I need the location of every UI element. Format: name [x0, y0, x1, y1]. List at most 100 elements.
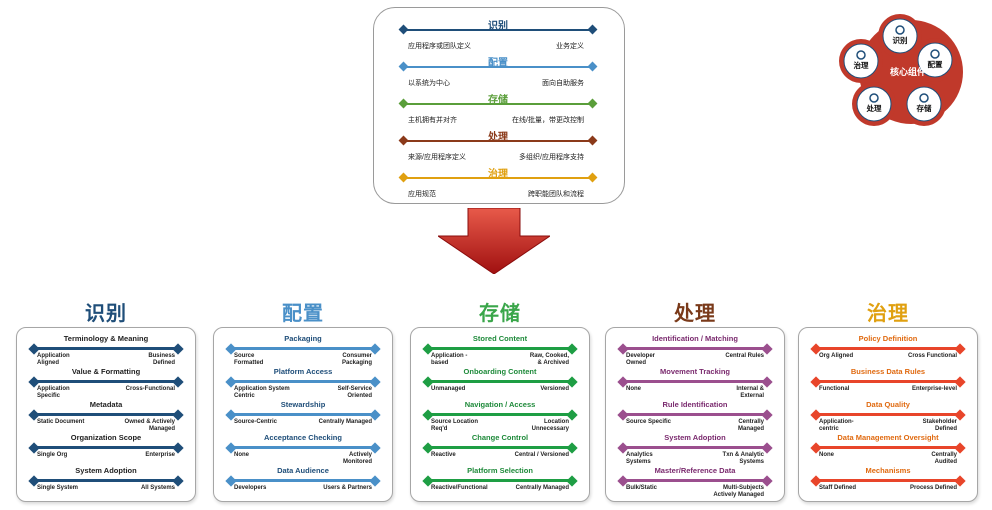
capability-scale-line [422, 342, 578, 355]
capability-name: Change Control [471, 433, 529, 442]
scale-left-label: Reactive [431, 452, 456, 458]
column-title: 存储 [479, 303, 521, 325]
capability-scale-line [422, 375, 578, 388]
core-node [906, 86, 942, 122]
capability-scale-line [810, 441, 966, 454]
scale-right-label: Centrally Managed [318, 419, 372, 425]
scale-left-label: Static Document [37, 419, 85, 425]
scale-right-label: Cross-Functional [125, 386, 175, 392]
capability-scale-line [422, 408, 578, 421]
scale-right-label: Central / Versioned [514, 452, 569, 458]
capability-scale-line [28, 441, 184, 454]
capability-scale-line [28, 408, 184, 421]
capability-name: Mechanisms [865, 466, 911, 475]
capability-name: Packaging [284, 334, 322, 343]
maturity-summary-panel: 识别 应用程序或团队定义 业务定义配置 以系统为中心 面向自助服务存储 主机拥有… [373, 7, 625, 204]
capability-name: Identification / Matching [652, 334, 738, 343]
capability-scale-line [422, 441, 578, 454]
scale-right-label: Central Rules [725, 353, 764, 359]
scale-left-label: None [819, 452, 834, 458]
capability-name: Data Audience [277, 466, 329, 475]
core-node [843, 43, 879, 79]
capability-name: Organization Scope [70, 433, 142, 442]
magnifier-icon [895, 25, 905, 35]
capability-scale-line [422, 474, 578, 487]
scale-left-label: Unmanaged [431, 386, 466, 392]
capability-scale-line [617, 375, 773, 388]
column-title: 识别 [85, 303, 127, 325]
scale-left-label: Application-centric [819, 419, 854, 432]
core-node-label: 存储 [916, 103, 932, 113]
core-node-label: 治理 [854, 60, 869, 70]
core-node [917, 42, 953, 78]
scale-right-label: Enterprise [145, 452, 175, 458]
capability-name: Onboarding Content [463, 367, 537, 376]
scale-left-label: Single System [37, 485, 79, 491]
capability-scale-line [225, 408, 381, 421]
capability-scale-line [617, 408, 773, 421]
scale-left-label: Staff Defined [819, 485, 857, 491]
track-title: 配置 [488, 58, 508, 69]
core-node [856, 86, 892, 122]
capability-name: Movement Tracking [659, 367, 731, 376]
scale-left-label: Developers [234, 485, 267, 491]
network-icon [930, 49, 940, 59]
track-line [404, 29, 592, 31]
capability-name: Data Quality [866, 400, 910, 409]
scale-right-label: Raw, Cooked,& Archived [529, 353, 569, 366]
org-chart-icon [856, 50, 866, 60]
capability-name: Value & Formatting [71, 367, 141, 376]
capability-name: Data Management Oversight [837, 433, 939, 442]
track-line [404, 66, 592, 68]
scale-left-label: None [234, 452, 249, 458]
track-line [404, 140, 592, 142]
capability-scale-line [225, 342, 381, 355]
capability-name: System Adoption [664, 433, 726, 442]
capability-name: Rule Identification [662, 400, 728, 409]
track-line [404, 103, 592, 105]
capability-scale-line [810, 342, 966, 355]
core-node-label: 识别 [893, 35, 908, 45]
track-left-label: 主机拥有并对齐 [408, 117, 457, 124]
capability-name: Policy Definition [858, 334, 918, 343]
scale-right-label: Internal &External [736, 386, 764, 399]
capability-name: Master/Reference Data [654, 466, 736, 475]
track-left-label: 应用规范 [408, 191, 436, 198]
scale-right-label: Versioned [540, 386, 569, 392]
capability-scale-line [810, 408, 966, 421]
capability-name: Stored Content [472, 334, 528, 343]
track-right-label: 业务定义 [556, 43, 584, 50]
core-node-label: 配置 [928, 59, 943, 69]
core-node-label: 处理 [866, 103, 882, 113]
